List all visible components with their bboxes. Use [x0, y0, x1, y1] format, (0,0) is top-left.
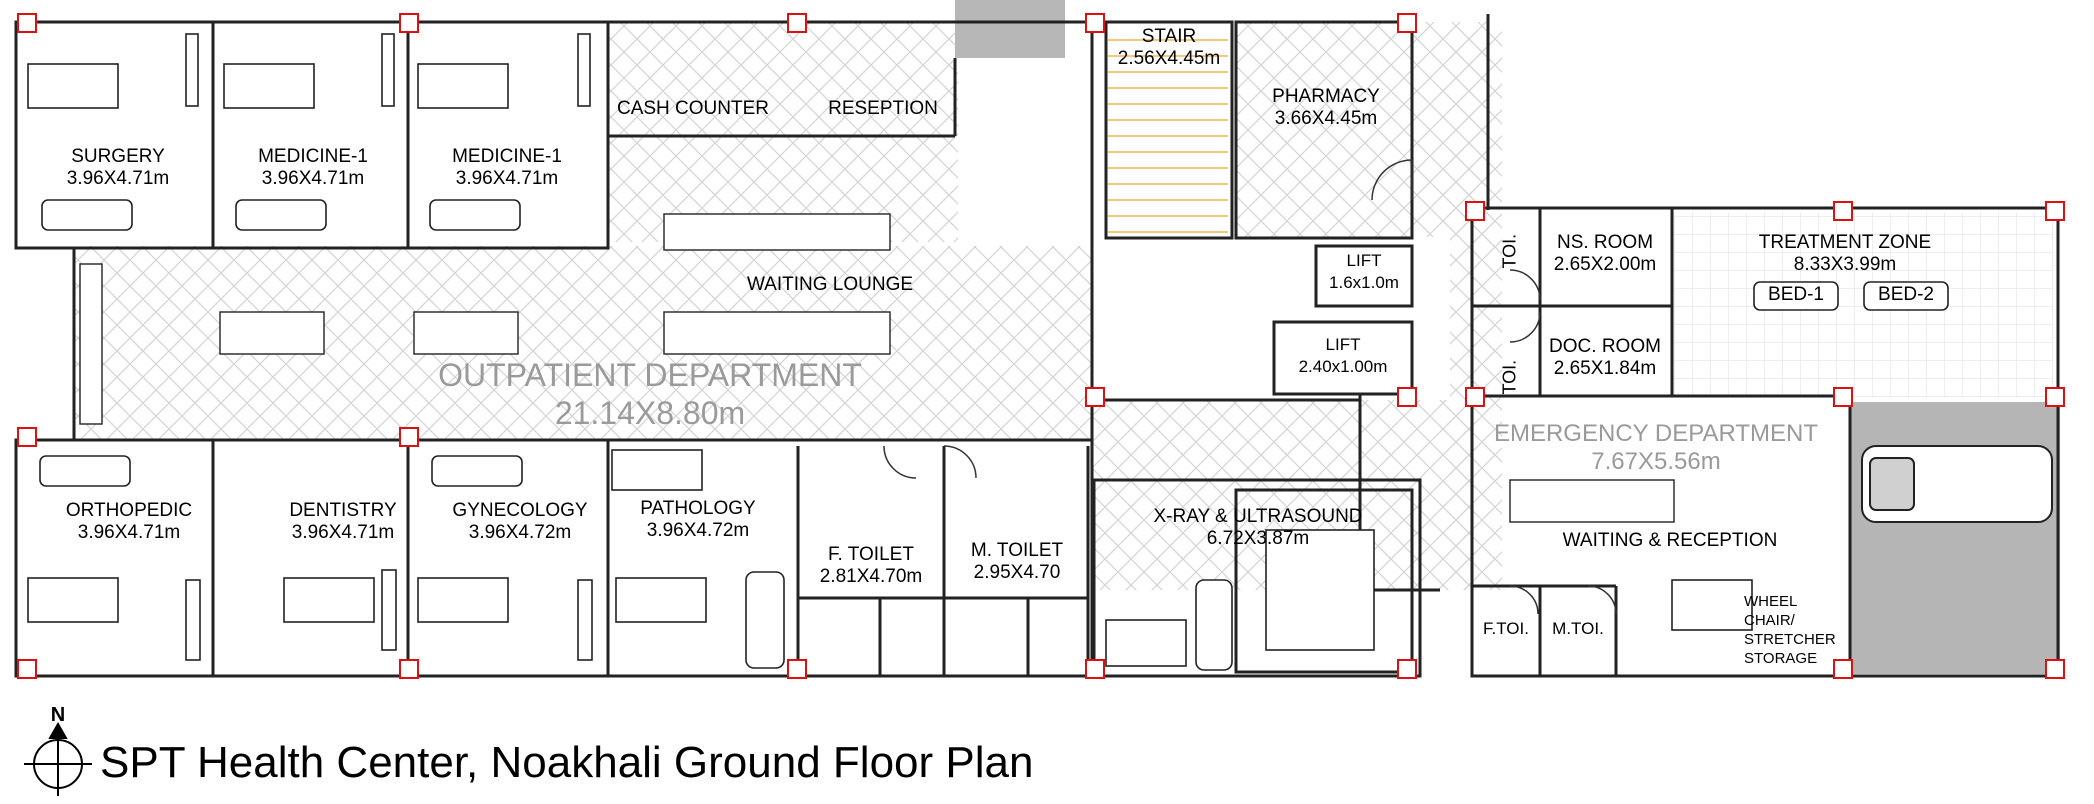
stair-treads [1108, 30, 1228, 235]
corridor-hatch [74, 22, 1502, 590]
shaft-block [955, 0, 1065, 58]
walls [14, 14, 2060, 678]
column-markers [17, 13, 2065, 679]
north-arrow [24, 721, 92, 796]
doors [883, 159, 1617, 615]
treatment-grid [1673, 212, 2053, 397]
ambulance [1861, 445, 2053, 523]
ambulance-bay [1850, 402, 2060, 674]
seat-rows [79, 213, 1675, 523]
furniture [27, 33, 1949, 671]
